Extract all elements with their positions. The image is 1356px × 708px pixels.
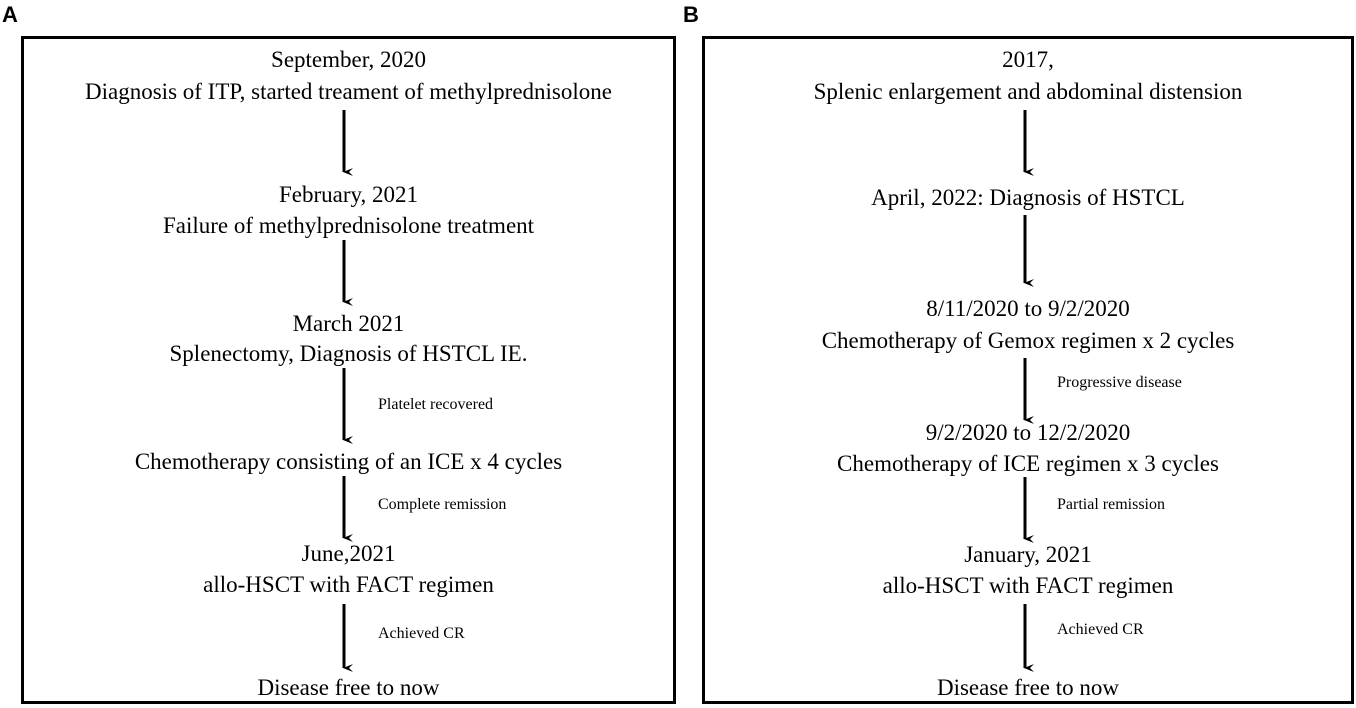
a-step3-text: Splenectomy, Diagnosis of HSTCL IE. (169, 341, 528, 366)
b-step4-text: Chemotherapy of ICE regimen x 3 cycles (837, 451, 1219, 476)
b-step1-text: Splenic enlargement and abdominal disten… (813, 79, 1243, 104)
panel-a-flow: September, 2020 Diagnosis of ITP, starte… (21, 36, 676, 704)
b-step4-date: 9/2/2020 to 12/2/2020 (925, 420, 1131, 445)
b-note-progressive: Progressive disease (1057, 374, 1182, 391)
a-step4-text: Chemotherapy consisting of an ICE x 4 cy… (134, 449, 563, 474)
a-step3-date: March 2021 (292, 311, 405, 336)
b-note-cr: Achieved CR (1057, 621, 1144, 638)
a-step2-date: February, 2021 (278, 182, 419, 207)
b-step5-text: allo-HSCT with FACT regimen (882, 573, 1174, 598)
b-step1-date: 2017, (1002, 47, 1054, 72)
b-step5-date: January, 2021 (964, 542, 1092, 567)
a-step1-date: September, 2020 (271, 47, 426, 72)
a-step5-text: allo-HSCT with FACT regimen (203, 572, 494, 597)
b-note-partial: Partial remission (1057, 496, 1165, 513)
a-note-platelet: Platelet recovered (378, 396, 494, 413)
panel-a-label: A (2, 2, 18, 27)
a-step6-text: Disease free to now (257, 675, 440, 700)
panel-b-box (702, 36, 1354, 704)
b-step2-text: April, 2022: Diagnosis of HSTCL (871, 185, 1185, 210)
b-step3-date: 8/11/2020 to 9/2/2020 (926, 296, 1130, 321)
a-note-remission: Complete remission (378, 496, 507, 513)
b-step6-text: Disease free to now (936, 675, 1119, 700)
panel-b-label: B (683, 2, 699, 27)
a-step2-text: Failure of methylprednisolone treatment (162, 213, 535, 238)
a-note-cr: Achieved CR (378, 625, 465, 642)
a-step1-text: Diagnosis of ITP, started treament of me… (85, 79, 612, 104)
panel-a-box (21, 36, 676, 704)
a-step5-date: June,2021 (301, 541, 396, 566)
panel-b-flow: 2017, Splenic enlargement and abdominal … (702, 36, 1354, 704)
b-step3-text: Chemotherapy of Gemox regimen x 2 cycles (821, 328, 1235, 353)
